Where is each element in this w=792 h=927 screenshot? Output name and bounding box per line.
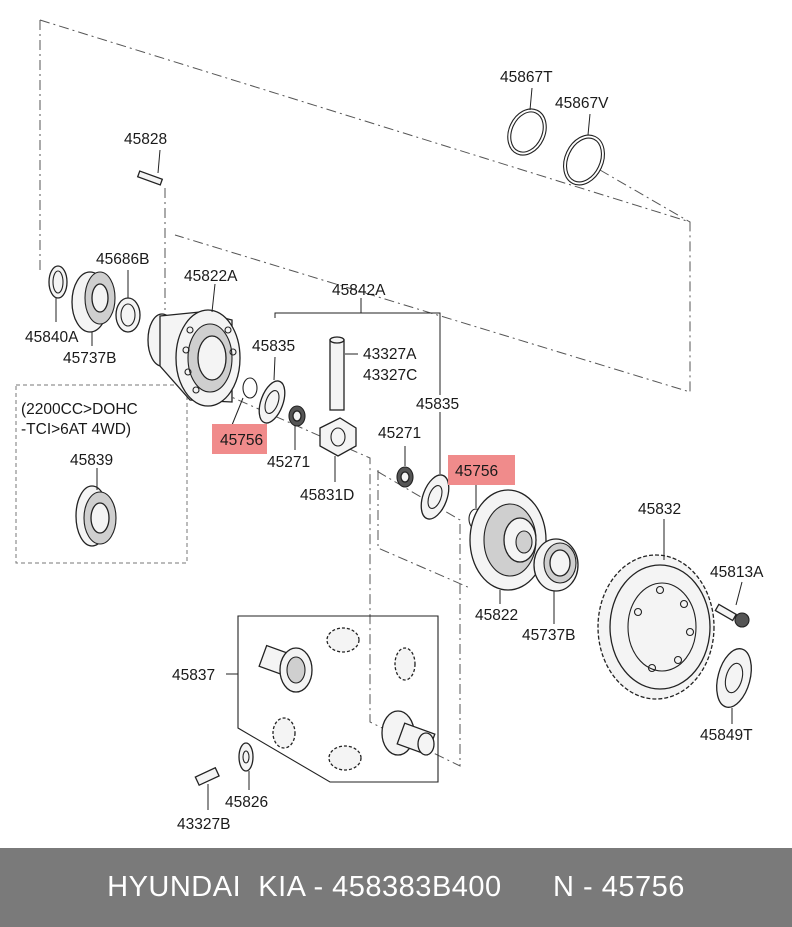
footer-bar: HYUNDAI KIA - 458383B400 N - 45756 xyxy=(0,848,792,927)
highlight-45756-left xyxy=(212,424,267,454)
pin-43327B xyxy=(194,766,220,810)
exploded-parts-diagram: 45867T 45867V 45828 45686B 45822A 45842A… xyxy=(15,19,764,833)
thrust-washer-45835-left xyxy=(258,356,286,424)
footer-part-number: N - 45756 xyxy=(553,871,685,903)
pin-45828 xyxy=(136,149,164,186)
label-43327B: 43327B xyxy=(177,816,230,833)
label-45840A: 45840A xyxy=(25,329,79,346)
o-ring-45867V xyxy=(563,113,605,186)
label-45756-right: 45756 xyxy=(455,463,498,480)
label-45271-right: 45271 xyxy=(378,425,421,442)
label-45837: 45837 xyxy=(172,667,215,684)
washer-45826 xyxy=(238,742,254,790)
bearing-45737B-right xyxy=(533,538,579,624)
label-45842A: 45842A xyxy=(332,282,386,299)
thrust-washer-45835-right xyxy=(420,412,450,520)
bearing-45839 xyxy=(75,468,117,547)
footer-brand-part: HYUNDAI KIA - 458383B400 xyxy=(107,871,502,903)
label-45813A: 45813A xyxy=(710,564,764,581)
label-45867T: 45867T xyxy=(500,69,553,86)
label-45822: 45822 xyxy=(475,607,518,624)
label-45822A: 45822A xyxy=(184,268,238,285)
label-45828: 45828 xyxy=(124,131,167,148)
race-45686B xyxy=(115,270,141,333)
ring-45756-left xyxy=(231,377,258,426)
label-45835-left: 45835 xyxy=(252,338,295,355)
differential-case-45822A xyxy=(147,283,241,407)
o-ring-45867T xyxy=(507,87,547,156)
oil-seal-45840A xyxy=(48,265,68,322)
bearing-45737B-left xyxy=(71,271,116,346)
spacer-block-45831D xyxy=(319,417,357,482)
kit-bracket-45842A xyxy=(274,298,441,395)
label-45826: 45826 xyxy=(225,794,268,811)
label-45737B-top: 45737B xyxy=(63,350,116,367)
bush-45271-right xyxy=(396,446,414,488)
label-45835-right: 45835 xyxy=(416,396,459,413)
pinion-shaft-43327A xyxy=(329,336,358,411)
label-43327C: 43327C xyxy=(363,367,417,384)
washer-45849T xyxy=(716,648,752,724)
dashed-assembly-lines xyxy=(15,19,691,767)
footer-spacer xyxy=(502,871,553,904)
label-45686B: 45686B xyxy=(96,251,149,268)
label-45737B-bottom: 45737B xyxy=(522,627,575,644)
highlight-45756-right xyxy=(448,455,515,485)
differential-case-45822 xyxy=(469,489,547,604)
label-45839: 45839 xyxy=(70,452,113,469)
variant-note-line2: -TCI>6AT 4WD) xyxy=(21,421,131,438)
gear-set-45837 xyxy=(226,615,439,783)
label-45831D: 45831D xyxy=(300,487,354,504)
bolt-45813A xyxy=(714,581,750,628)
bush-45271-left xyxy=(288,405,306,450)
label-45832: 45832 xyxy=(638,501,681,518)
variant-note-line1: (2200CC>DOHC xyxy=(21,401,138,418)
label-43327A: 43327A xyxy=(363,346,417,363)
label-45756-left: 45756 xyxy=(220,432,263,449)
label-45271-left: 45271 xyxy=(267,454,310,471)
ring-gear-45832 xyxy=(597,519,715,700)
label-45849T: 45849T xyxy=(700,727,753,744)
label-45867V: 45867V xyxy=(555,95,609,112)
